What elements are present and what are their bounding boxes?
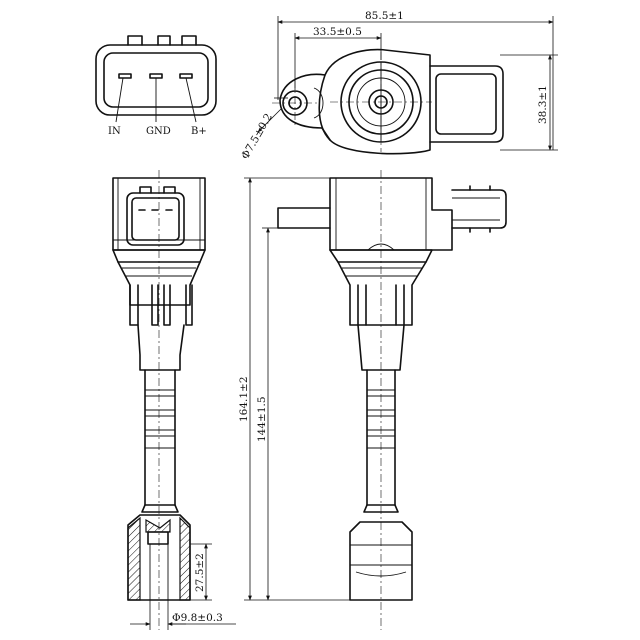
dim-boot-diameter-label: Φ9.8±0.3 <box>172 612 223 624</box>
side-view-dimensions: 164.1±2 144±1.5 <box>238 177 350 601</box>
front-view <box>112 170 206 630</box>
dim-boot-length-label: 27.5±2 <box>194 553 206 592</box>
pin-terminal-in <box>118 73 132 79</box>
side-neck-ribs <box>357 284 405 326</box>
neck-taper <box>117 261 201 306</box>
leader-in <box>115 77 124 123</box>
boot-wall-right-section <box>179 516 191 601</box>
boot-spring-section <box>145 518 171 533</box>
boot-wall-left-section <box>127 516 141 601</box>
pin-label-bplus: B+ <box>191 126 207 137</box>
leader-bplus <box>185 77 197 123</box>
mounting-bracket-side <box>277 207 331 229</box>
boot-spring-seat <box>147 531 169 545</box>
front-connector-latches <box>139 186 176 194</box>
shaft-tube <box>144 369 176 506</box>
coil-head-side <box>329 177 453 251</box>
connector-housing-top <box>429 65 504 143</box>
dim-mount-hole-label: Φ7.5±0.2 <box>239 111 275 161</box>
shaft-upper <box>137 324 185 371</box>
front-connector-outer <box>126 192 185 246</box>
ear-rib <box>313 87 324 119</box>
neck-ribs-outer <box>129 284 193 326</box>
pin-terminal-bplus <box>179 73 193 79</box>
dim-overall-length-label: 164.1±2 <box>238 376 250 422</box>
shaft-rings <box>145 389 175 449</box>
connector-cap-top <box>435 73 497 135</box>
side-shaft-tube <box>366 369 396 506</box>
side-connector <box>451 189 507 229</box>
pin-label-in: IN <box>108 126 121 137</box>
dim-mount-to-tip-label: 144±1.5 <box>256 396 268 442</box>
front-connector-inner <box>131 197 180 241</box>
neck-ribs-inner <box>151 284 171 326</box>
side-collar-dome <box>367 243 395 251</box>
mounting-ear <box>279 73 331 141</box>
front-view-dimensions: 27.5±2 Φ9.8±0.3 <box>130 543 236 630</box>
side-connector-tabs <box>469 185 491 233</box>
dim-body-height-label: 38.3±1 <box>537 85 549 124</box>
side-neck <box>337 261 427 326</box>
coil-body-top <box>318 48 431 155</box>
dim-overall-width-label: 85.5±1 <box>365 10 404 22</box>
top-view <box>272 48 504 155</box>
dim-hole-spacing-label: 33.5±0.5 <box>313 26 362 38</box>
hole-leader <box>257 107 283 133</box>
connector-latch-tabs <box>127 35 197 46</box>
side-neck-rings <box>342 267 422 277</box>
side-view <box>277 170 507 630</box>
pin-terminal-gnd <box>149 73 163 79</box>
pin-label-gnd: GND <box>146 126 171 137</box>
shaft-to-boot <box>141 504 179 513</box>
connector-face-view: IN GND B+ <box>95 35 217 137</box>
